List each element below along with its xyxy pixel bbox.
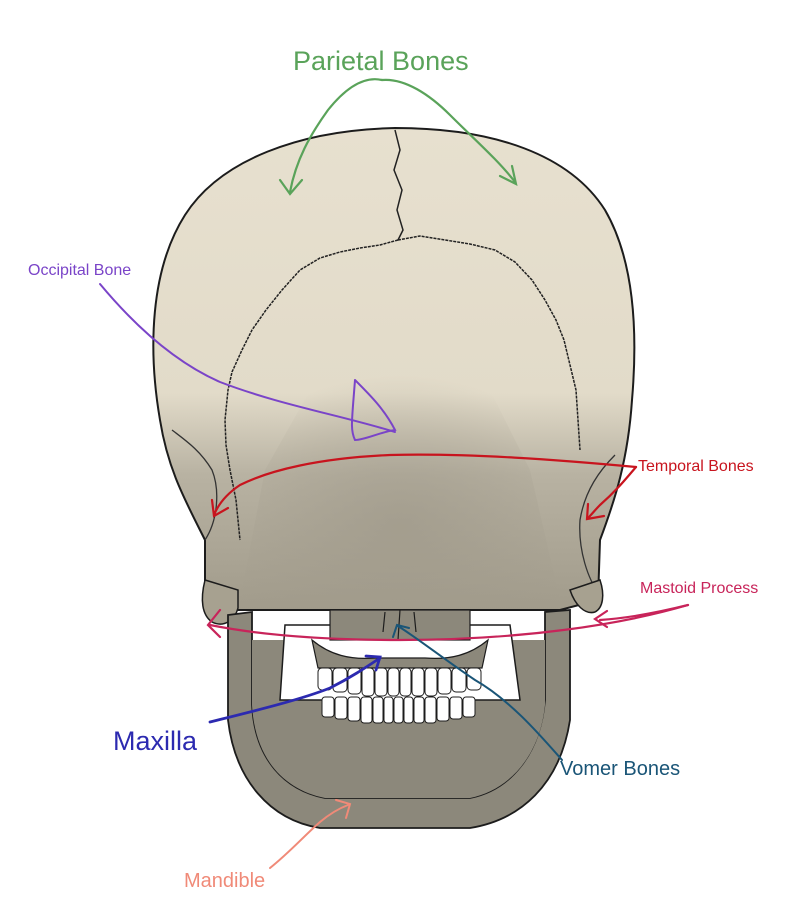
maxilla-shape	[311, 638, 489, 669]
right-temporal-line	[579, 454, 616, 596]
maxilla-arrow	[208, 654, 382, 724]
temporal-arrows	[210, 453, 638, 521]
label-vomer-bones: Vomer Bones	[560, 758, 681, 780]
mandible-arrow	[269, 799, 352, 869]
right-mastoid	[569, 579, 604, 614]
vomer-arrow	[392, 623, 563, 761]
left-temporal-line	[171, 429, 218, 541]
occipital-arrow	[99, 283, 397, 442]
lower-teeth	[321, 696, 476, 724]
label-temporal-bones: Temporal Bones	[638, 458, 754, 475]
label-maxilla: Maxilla	[113, 726, 198, 756]
left-mastoid	[201, 579, 239, 625]
sagittal-suture	[393, 129, 404, 241]
label-occipital-bone: Occipital Bone	[28, 262, 132, 279]
upper-teeth	[317, 667, 482, 697]
label-parietal-bones: Parietal Bones	[293, 46, 469, 76]
parietal-arrows	[278, 78, 518, 196]
label-mandible: Mandible	[184, 870, 266, 892]
lambdoid-suture	[224, 235, 581, 541]
label-mastoid-process: Mastoid Process	[640, 580, 759, 597]
